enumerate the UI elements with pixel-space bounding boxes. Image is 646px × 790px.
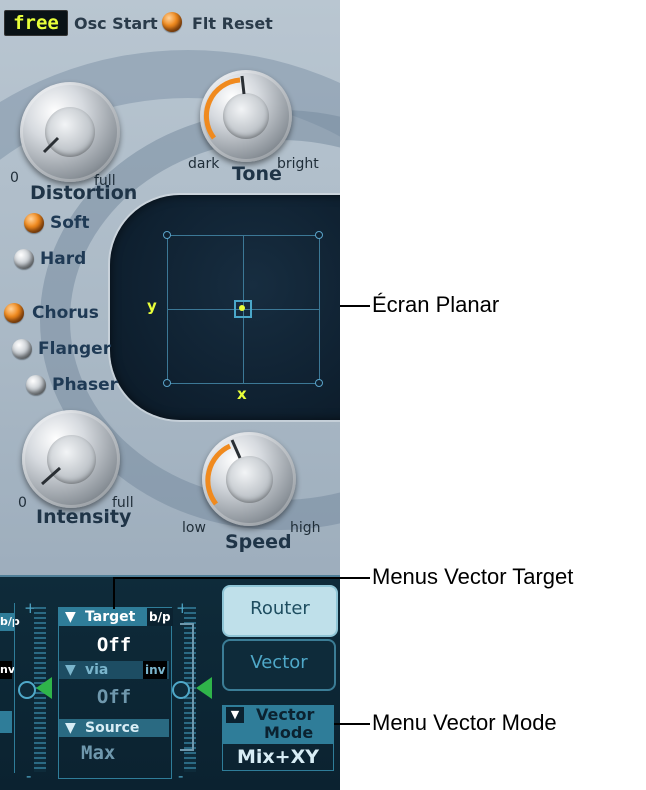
phaser-radio[interactable] [26, 375, 46, 395]
planar-y-label: y [147, 297, 157, 315]
distortion-soft-radio[interactable] [24, 213, 44, 233]
vector-mode-label-line2: Mode [264, 723, 314, 742]
router-panel: b/p nv + - ▼ Target b/p Off ▼ via inv Of… [0, 575, 340, 790]
planar-cursor[interactable] [234, 300, 252, 318]
intensity-label: Intensity [36, 506, 132, 528]
left-slider-minus: - [26, 767, 32, 785]
left-header-fragment: b/p [0, 613, 20, 631]
source-dropdown-arrow-icon: ▼ [65, 720, 76, 736]
via-inv-toggle[interactable]: inv [143, 661, 168, 679]
phaser-label: Phaser [52, 375, 119, 395]
vector-target-callout-label: Menus Vector Target [372, 564, 574, 589]
distortion-knob[interactable] [20, 82, 120, 182]
speed-min-label: low [182, 520, 206, 536]
intensity-knob-cap [46, 434, 96, 484]
tone-knob[interactable] [200, 70, 292, 162]
osc-start-label: Osc Start [74, 14, 158, 33]
vector-target-callout-vertical [113, 577, 115, 609]
flanger-radio[interactable] [12, 339, 32, 359]
chorus-radio[interactable] [4, 303, 24, 323]
distortion-soft-label: Soft [50, 213, 90, 233]
intensity-knob[interactable] [22, 410, 120, 508]
intensity-max-label: full [112, 495, 134, 511]
via-label: via [85, 662, 109, 678]
target-label: Target [85, 609, 136, 625]
tone-label: Tone [232, 163, 282, 185]
vector-mode-value[interactable]: Mix+XY [222, 743, 334, 771]
speed-label: Speed [225, 531, 292, 553]
speed-arc-icon [205, 439, 242, 506]
vector-mode-callout-label: Menu Vector Mode [372, 710, 557, 735]
top-bar: free Osc Start Flt Reset [0, 8, 340, 38]
flanger-label: Flanger [38, 339, 112, 359]
speed-knob-cap [225, 455, 273, 503]
target-dropdown-arrow-icon: ▼ [65, 609, 76, 625]
vector-mode-label-line1: Vector [256, 705, 315, 724]
planar-callout-line [340, 305, 370, 307]
planar-corner-bl [163, 379, 171, 387]
target-value[interactable]: Off [96, 634, 132, 656]
vector-target-column [58, 607, 172, 779]
es2-plugin-panel: free Osc Start Flt Reset 0 full Distorti… [0, 0, 340, 790]
flt-reset-led[interactable] [162, 12, 182, 32]
vector-mode-dropdown-header[interactable]: ▼ Vector Mode [222, 705, 334, 743]
distortion-min-label: 0 [10, 170, 19, 186]
distortion-hard-label: Hard [40, 249, 87, 269]
free-mode-display[interactable]: free [4, 10, 68, 36]
right-slider-minus: - [178, 767, 184, 785]
left-column-divider [14, 603, 15, 773]
vector-mode-callout-line [334, 723, 370, 725]
planar-cursor-dot [239, 305, 245, 311]
source-value[interactable]: Max [81, 742, 116, 764]
via-value[interactable]: Off [96, 686, 132, 708]
left-slider-handle-icon[interactable] [36, 677, 52, 699]
distortion-label: Distortion [30, 182, 138, 204]
flt-reset-label: Flt Reset [192, 14, 273, 33]
router-button[interactable]: Router [222, 585, 338, 637]
distortion-max-label: full [94, 173, 116, 189]
target-bp-toggle[interactable]: b/p [147, 608, 173, 626]
left-source-fragment [0, 711, 12, 733]
vector-target-callout-line [113, 577, 370, 579]
left-inv-fragment: nv [0, 661, 15, 679]
tone-max-label: bright [277, 156, 319, 172]
left-slider-ring [18, 681, 36, 699]
intensity-min-label: 0 [18, 495, 27, 511]
planar-corner-tl [163, 231, 171, 239]
tone-min-label: dark [188, 156, 220, 172]
planar-grid-right [319, 235, 320, 383]
speed-max-label: high [290, 520, 321, 536]
planar-grid-bottom [167, 383, 320, 384]
planar-pad[interactable]: y x [110, 195, 340, 420]
planar-x-label: x [237, 385, 247, 403]
chorus-label: Chorus [32, 303, 99, 323]
vector-mode-arrow-icon: ▼ [226, 707, 244, 723]
planar-grid-left [167, 235, 168, 383]
left-slider-plus: + [24, 599, 37, 617]
distortion-knob-cap [45, 107, 95, 157]
right-slider-handle-icon[interactable] [196, 677, 212, 699]
speed-knob[interactable] [202, 432, 296, 526]
planar-corner-br [315, 379, 323, 387]
distortion-pointer-icon [42, 136, 60, 154]
source-label: Source [85, 720, 140, 736]
target-dropdown-header[interactable]: ▼ Target b/p [59, 608, 173, 626]
tone-arc-icon [203, 75, 246, 140]
source-dropdown-header[interactable]: ▼ Source [59, 719, 169, 737]
via-dropdown-header[interactable]: ▼ via inv [59, 661, 169, 679]
vector-button[interactable]: Vector [222, 639, 336, 691]
distortion-hard-radio[interactable] [14, 249, 34, 269]
planar-corner-tr [315, 231, 323, 239]
intensity-pointer-icon [41, 466, 61, 486]
tone-knob-cap [223, 93, 269, 139]
right-slider-ring [172, 681, 190, 699]
via-dropdown-arrow-icon: ▼ [65, 662, 76, 678]
planar-callout-label: Écran Planar [372, 292, 500, 317]
right-slider-bracket [180, 623, 194, 751]
